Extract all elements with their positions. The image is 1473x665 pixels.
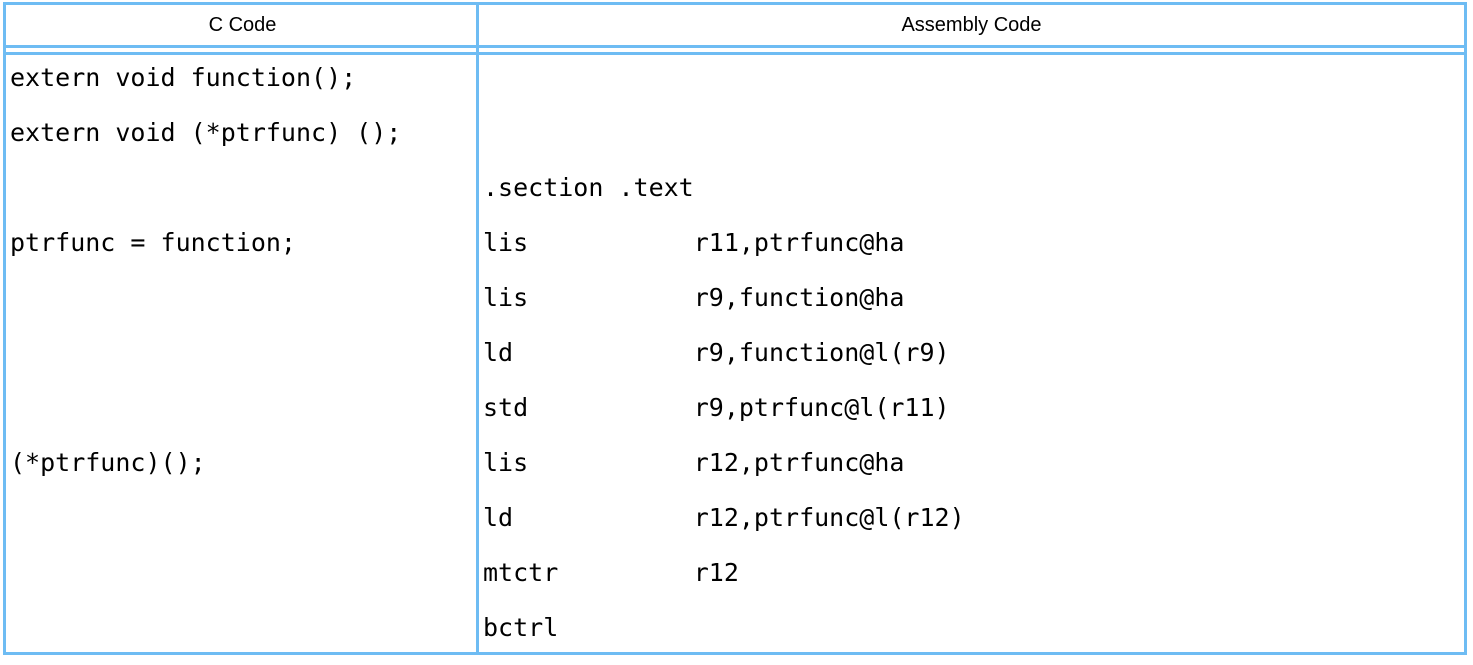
assembly-code-column-header: Assembly Code xyxy=(901,14,1042,36)
table-header-row: C Code Assembly Code xyxy=(6,5,1464,45)
header-separator-line-top xyxy=(6,45,1464,48)
c-code-block: extern void function(); extern void (*pt… xyxy=(10,63,402,477)
column-divider xyxy=(476,5,479,652)
header-separator-line-bottom xyxy=(6,52,1464,55)
c-to-assembly-table: C Code Assembly Code extern void functio… xyxy=(3,2,1467,655)
c-code-column-header: C Code xyxy=(208,14,277,36)
table-body-row: extern void function(); extern void (*pt… xyxy=(6,55,1464,652)
assembly-code-block: .section .text lis r11,ptrfunc@ha lis r9… xyxy=(483,173,965,642)
